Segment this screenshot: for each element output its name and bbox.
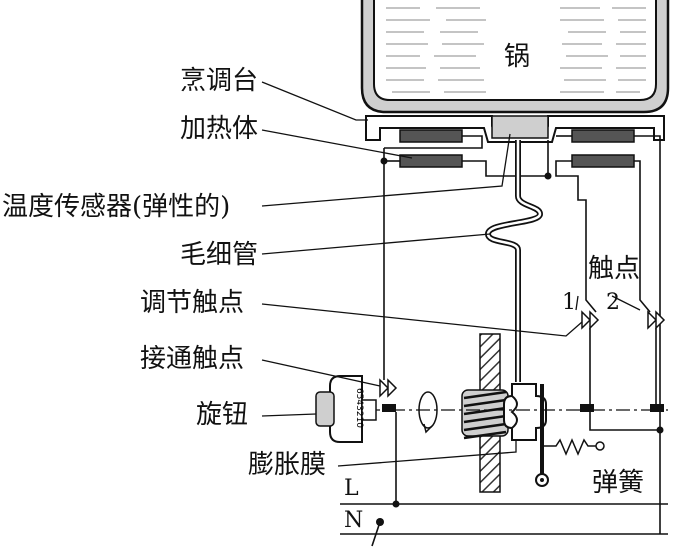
- spring: [542, 438, 605, 456]
- diaphragm-label: 膨胀膜: [248, 450, 327, 480]
- temp-sensor-label: 温度传感器(弹性的): [2, 192, 231, 222]
- capillary-tube-inner: [486, 140, 542, 382]
- connect-contact-label: 接通触点: [140, 344, 245, 374]
- cooktop-label: 烹调台: [180, 66, 259, 96]
- line-l-label: L: [344, 476, 359, 501]
- knob-label: 旋钮: [196, 400, 249, 430]
- knob-scale: 6543210: [354, 388, 364, 428]
- adjust-contacts: [581, 310, 666, 330]
- junction-dots: [376, 157, 664, 526]
- contact-2-label: 2: [606, 290, 620, 315]
- connect-contact: [379, 378, 398, 412]
- cooktop: [365, 115, 665, 143]
- line-n-label: N: [344, 508, 364, 533]
- internal-wiring: [395, 328, 660, 504]
- heater-wiring: [383, 135, 661, 430]
- adjust-screw: [461, 389, 509, 440]
- contact-lever: [535, 384, 549, 487]
- adjust-contact-label: 调节触点: [140, 288, 245, 318]
- spring-label: 弹簧: [592, 468, 645, 498]
- knob: [315, 375, 377, 443]
- diaphragm: [503, 383, 547, 441]
- capillary-label: 毛细管: [180, 240, 259, 270]
- contacts-label: 触点: [588, 254, 641, 284]
- pot-liquid: [386, 7, 646, 93]
- pot: [360, 0, 670, 114]
- heater-label: 加热体: [180, 114, 259, 144]
- contact-bar-2: [650, 404, 664, 412]
- contact-bar-1: [580, 404, 594, 412]
- rotate-arrow: [418, 391, 438, 434]
- pot-label: 锅: [504, 42, 531, 72]
- leader-lines: [261, 81, 641, 467]
- contact-1-label: 1: [562, 290, 576, 315]
